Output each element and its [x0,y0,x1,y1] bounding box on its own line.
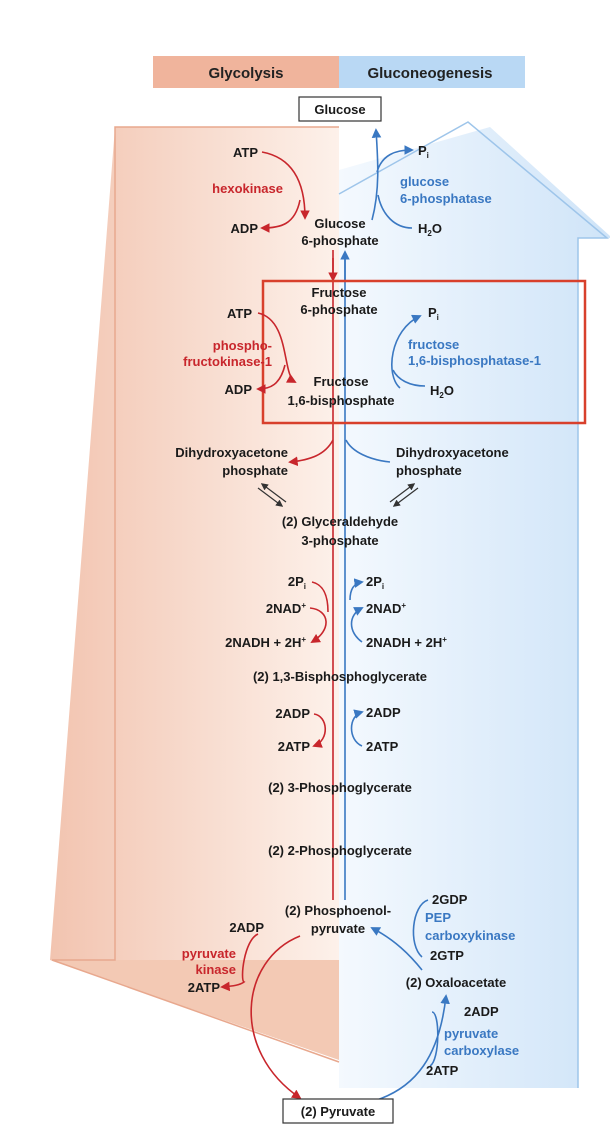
gapdh-right-nad-label: 2NAD+ [366,601,406,616]
glycolysis-header: Glycolysis [208,65,283,82]
gapdh-left-pi-arc [311,581,329,613]
pk-adp-arc [220,933,259,992]
pgk-left-atp-label: 2ATP [278,739,311,754]
glycolysis-header-bar [153,56,339,88]
pk-label-1: pyruvate [182,946,236,961]
g6pase-arc [371,128,382,221]
glycolysis-big-arrow [50,127,339,1060]
pc-atp-arc [429,1011,439,1067]
g6p-h2o-label: H2O [418,221,442,238]
hk-atp-label: ATP [233,145,258,160]
pc-label-1: pyruvate [444,1026,498,1041]
g6p-label-2: 6-phosphate [301,233,378,248]
pg3-label: (2) 3-Phosphoglycerate [268,780,412,795]
dhap-left-label-1: Dihydroxyacetone [175,445,288,460]
pg2-label: (2) 2-Phosphoglycerate [268,843,412,858]
glucose-label: Glucose [314,102,365,117]
fbpase-label-2: 1,6-bisphosphatase-1 [408,353,541,368]
pepck-label-1: PEP [425,910,451,925]
gap-label-1: (2) Glyceraldehyde [282,514,398,529]
g6pase-pi-arc [376,145,414,173]
hk-adp-label: ADP [231,221,259,236]
pep-label-1: (2) Phosphoenol- [285,903,391,918]
g6pase-label-1: glucose [400,174,449,189]
dhap-right-label-1: Dihydroxyacetone [396,445,509,460]
pgk-right-atp-label: 2ATP [366,739,399,754]
pc-adp-label: 2ADP [464,1004,499,1019]
pyruvate-kinase-arc [250,935,302,1100]
oaa-label: (2) Oxaloacetate [406,975,506,990]
pepck-gtp-label: 2GTP [430,948,464,963]
hexokinase-label: hexokinase [212,181,283,196]
gluconeogenesis-header-bar [339,56,525,88]
pepck-gtp-arc [412,899,429,958]
aldolase-red-arc [288,439,334,467]
tpi-left-equilibrium-arrow [257,483,287,507]
fbp-label-1: Fructose [314,374,369,389]
gap-label-2: 3-phosphate [301,533,378,548]
pgk-right-adp-label: 2ADP [366,705,401,720]
tpi-right-equilibrium-arrow [389,483,419,507]
pfk-atp-label: ATP [227,306,252,321]
gapdh-left-nadh-label: 2NADH + 2H+ [225,635,306,650]
pgk-left-adp-label: 2ADP [275,706,310,721]
gapdh-left-nad-label: 2NAD+ [266,601,306,616]
pep-label-2: pyruvate [311,921,365,936]
dhap-right-label-2: phosphate [396,463,462,478]
fbpase-h2o-arc [392,369,426,387]
fbpase-arc [391,314,422,389]
glucose-box [298,96,382,122]
pk-adp-label: 2ADP [229,920,264,935]
gapdh-right-pi-label: 2Pi [366,574,384,591]
dhap-left-label-2: phosphate [222,463,288,478]
aldolase-blue-arc [345,439,391,463]
gluconeogenesis-big-arrow [339,127,610,1088]
glycolysis-big-arrow-outline [51,126,340,1063]
pfk-adp-label: ADP [225,382,253,397]
gapdh-right-nadh-label: 2NADH + 2H+ [366,635,447,650]
g6pase-label-2: 6-phosphatase [400,191,492,206]
gapdh-right-nadh-arc [350,607,364,643]
bpg-label: (2) 1,3-Bisphosphoglycerate [253,669,427,684]
g6pase-h2o-arc [377,194,413,229]
gluconeogenesis-header: Gluconeogenesis [367,65,492,82]
hexokinase-arc [261,151,310,220]
pc-label-2: carboxylase [444,1043,519,1058]
g6p-pi-label: Pi [418,143,429,160]
fbp-label-2: 1,6-bisphosphate [288,393,395,408]
pc-atp-label: 2ATP [426,1063,459,1078]
pk-label-2: kinase [196,962,236,977]
pepck-gdp-label: 2GDP [432,892,468,907]
gapdh-left-nad-arc [309,607,327,643]
fbp-h2o-label: H2O [430,383,454,400]
gapdh-left-pi-label: 2Pi [288,574,306,591]
pepck-arc [370,927,423,971]
pgk-right-arc [350,709,364,747]
gapdh-right-pi-arc [349,578,364,601]
pgk-left-arc [312,713,327,748]
pepck-label-2: carboxykinase [425,928,515,943]
fbp-pi-label: Pi [428,305,439,322]
pfk-adp-arc [256,364,286,394]
pfk-label-1: phospho- [213,338,272,353]
f6p-label-1: Fructose [312,285,367,300]
gluconeogenesis-big-arrow-outline [338,121,610,1088]
pfk-label-2: fructokinase-1 [183,354,272,369]
pk-atp-label: 2ATP [188,980,221,995]
regulation-highlight-box [261,279,587,425]
f6p-label-2: 6-phosphate [300,302,377,317]
g6p-label-1: Glucose [314,216,365,231]
pfk-arc [257,312,297,383]
fbpase-label-1: fructose [408,337,459,352]
pyruvate-label: (2) Pyruvate [301,1104,375,1119]
pyruvate-box [282,1098,394,1124]
hexokinase-adp-arc [260,199,301,233]
